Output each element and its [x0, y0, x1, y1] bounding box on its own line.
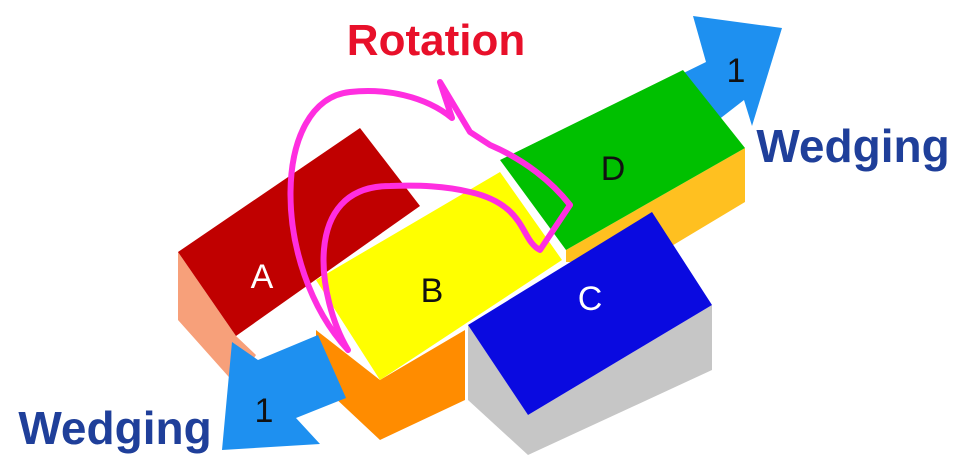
block-d-label: D	[601, 150, 626, 188]
arrow-left-shape	[222, 335, 346, 450]
wedging-arrow-left: 1	[222, 335, 346, 450]
block-a-top	[178, 128, 420, 336]
rotation-title: Rotation	[347, 16, 525, 65]
block-d-top	[500, 70, 745, 250]
block-b-label: B	[421, 272, 444, 310]
arrow-left-number: 1	[255, 392, 274, 430]
block-d-side	[566, 148, 745, 262]
block-d: D	[500, 70, 745, 262]
block-c: C	[468, 212, 712, 455]
block-c-label: C	[578, 280, 603, 318]
block-a-label: A	[251, 258, 274, 296]
block-b-top	[316, 172, 562, 380]
wedging-right-label: Wedging	[756, 120, 949, 172]
rotation-path-icon	[287, 79, 573, 353]
arrow-right-number: 1	[727, 52, 746, 90]
wedging-left-label: Wedging	[18, 402, 211, 454]
block-c-side	[468, 305, 712, 455]
block-c-top	[468, 212, 712, 415]
block-b: B	[316, 172, 562, 440]
block-b-side	[316, 330, 465, 440]
